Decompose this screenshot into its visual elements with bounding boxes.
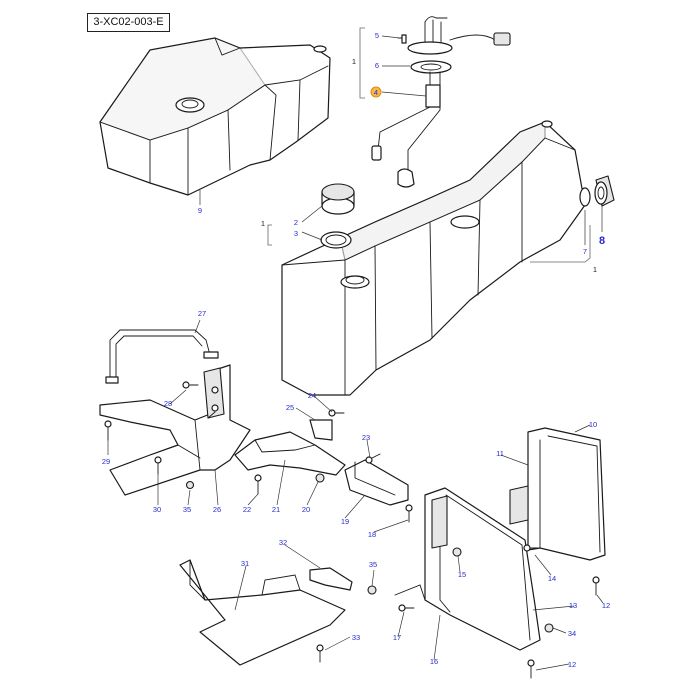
callout-22[interactable]: 22 — [243, 505, 251, 514]
part-21-plate — [234, 419, 346, 476]
callout-35-left[interactable]: 35 — [183, 505, 191, 514]
callout-24[interactable]: 24 — [308, 391, 316, 400]
part-2-filler-cap — [321, 183, 355, 215]
callout-30[interactable]: 30 — [153, 505, 161, 514]
part-8-fitting — [594, 175, 615, 207]
callout-32[interactable]: 32 — [279, 538, 287, 547]
callout-3[interactable]: 3 — [294, 229, 298, 238]
part-26-bracket — [99, 364, 251, 496]
callout-27[interactable]: 27 — [198, 309, 206, 318]
part-32-bracket — [309, 567, 353, 591]
part-16-frame — [394, 487, 541, 651]
fasteners — [104, 381, 600, 679]
part-27-strap — [105, 329, 219, 384]
part-1-main-tank — [281, 120, 586, 396]
callout-19[interactable]: 19 — [341, 517, 349, 526]
callout-13[interactable]: 13 — [569, 601, 577, 610]
callout-10[interactable]: 10 — [589, 420, 597, 429]
part-4-fuel-sender — [371, 16, 511, 188]
callout-34[interactable]: 34 — [568, 629, 576, 638]
callout-1-cap-group[interactable]: 1 — [261, 219, 265, 228]
callout-5[interactable]: 5 — [375, 31, 379, 40]
callout-16[interactable]: 16 — [430, 657, 438, 666]
callout-labels: 1 5 6 4 9 1 2 3 7 8 1 27 28 29 30 35 26 … — [102, 31, 610, 669]
callout-17[interactable]: 17 — [393, 633, 401, 642]
group-bracket-sender — [359, 27, 365, 99]
diagram-reference-code: 3-XC02-003-E — [87, 13, 170, 32]
callout-12-upper[interactable]: 12 — [602, 601, 610, 610]
part-19-bracket — [344, 459, 409, 506]
callout-15[interactable]: 15 — [458, 570, 466, 579]
part-7-gasket — [579, 187, 591, 207]
group-bracket-cap — [267, 224, 272, 246]
callout-21[interactable]: 21 — [272, 505, 280, 514]
part-9-tank — [99, 37, 331, 196]
callout-2[interactable]: 2 — [294, 218, 298, 227]
callout-12-lower[interactable]: 12 — [568, 660, 576, 669]
callout-25[interactable]: 25 — [286, 403, 294, 412]
callout-33[interactable]: 33 — [352, 633, 360, 642]
callout-8[interactable]: 8 — [599, 235, 605, 247]
callout-35-center[interactable]: 35 — [369, 560, 377, 569]
callout-28[interactable]: 28 — [164, 399, 172, 408]
callout-7[interactable]: 7 — [583, 247, 587, 256]
part-3-seal-ring — [320, 231, 352, 249]
callout-1-sender-group[interactable]: 1 — [352, 57, 356, 66]
group-bracket-fitting — [530, 225, 591, 263]
callout-23[interactable]: 23 — [362, 433, 370, 442]
leader-lines — [107, 35, 604, 671]
callout-18[interactable]: 18 — [368, 530, 376, 539]
part-31-plate — [179, 559, 346, 666]
callout-26[interactable]: 26 — [213, 505, 221, 514]
callout-11[interactable]: 11 — [496, 449, 504, 458]
callout-29[interactable]: 29 — [102, 457, 110, 466]
callout-4[interactable]: 4 — [374, 88, 378, 97]
callout-20[interactable]: 20 — [302, 505, 310, 514]
callout-6[interactable]: 6 — [375, 61, 379, 70]
callout-1-tank[interactable]: 1 — [593, 265, 597, 274]
callout-9[interactable]: 9 — [198, 206, 202, 215]
callout-31[interactable]: 31 — [241, 559, 249, 568]
highlight-marker-part-4 — [370, 86, 382, 98]
callout-14[interactable]: 14 — [548, 574, 556, 583]
